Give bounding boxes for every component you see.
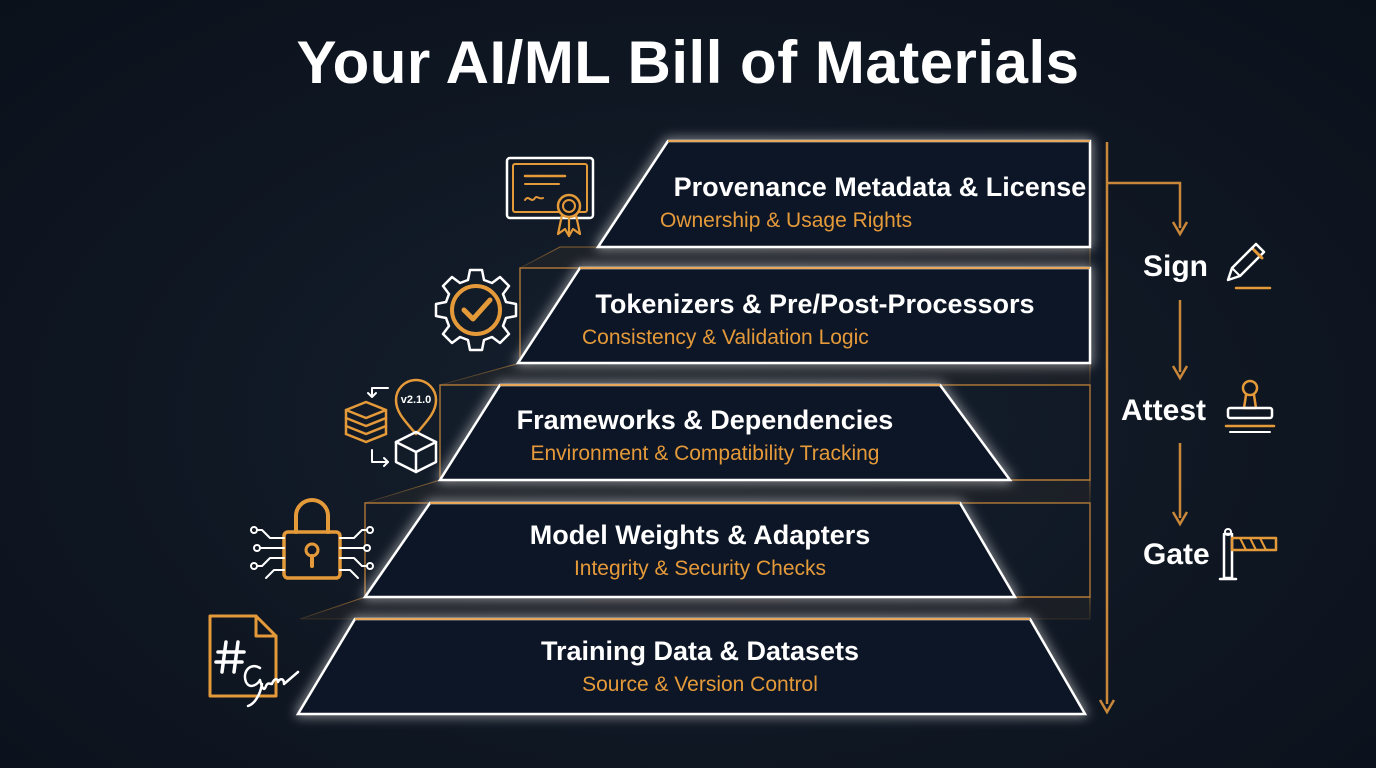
layer-4: Model Weights & Adapters Integrity & Sec… [440,520,960,581]
certificate-icon [505,156,595,238]
layer-2: Tokenizers & Pre/Post-Processors Consist… [560,289,1070,350]
layer-title: Frameworks & Dependencies [516,405,894,435]
signed-hash-file-icon [208,614,300,708]
layer-title: Tokenizers & Pre/Post-Processors [595,289,1035,319]
layer-title: Provenance Metadata & License [673,172,1087,202]
page-title: Your AI/ML Bill of Materials [296,29,1080,96]
layer-1: Provenance Metadata & License Ownership … [640,172,1120,233]
pen-icon [1226,242,1272,290]
layer-subtitle: Source & Version Control [582,673,818,696]
layer-5: Training Data & Datasets Source & Versio… [440,636,960,697]
layer-3: Frameworks & Dependencies Environment & … [465,405,945,466]
layer-shapes [295,139,1092,716]
layer-subtitle: Integrity & Security Checks [573,557,827,580]
stamp-icon [1224,379,1276,433]
step-gate-label: Gate [1143,538,1210,571]
layer-title: Training Data & Datasets [540,636,860,666]
version-tag: v2.1.0 [400,394,432,406]
layer-subtitle: Environment & Compatibility Tracking [530,442,880,465]
layer-title: Model Weights & Adapters [529,520,871,550]
layer-subtitle: Consistency & Validation Logic [582,326,869,349]
dependency-stack-icon [344,378,438,474]
layer-highlights [355,140,1090,620]
gear-check-icon [434,268,518,352]
process-flow-line [1098,142,1189,715]
gate-barrier-icon [1218,528,1278,581]
circuit-lock-icon [250,498,374,580]
step-sign-label: Sign [1143,250,1208,283]
step-attest-label: Attest [1121,394,1207,427]
layer-subtitle: Ownership & Usage Rights [660,209,913,232]
